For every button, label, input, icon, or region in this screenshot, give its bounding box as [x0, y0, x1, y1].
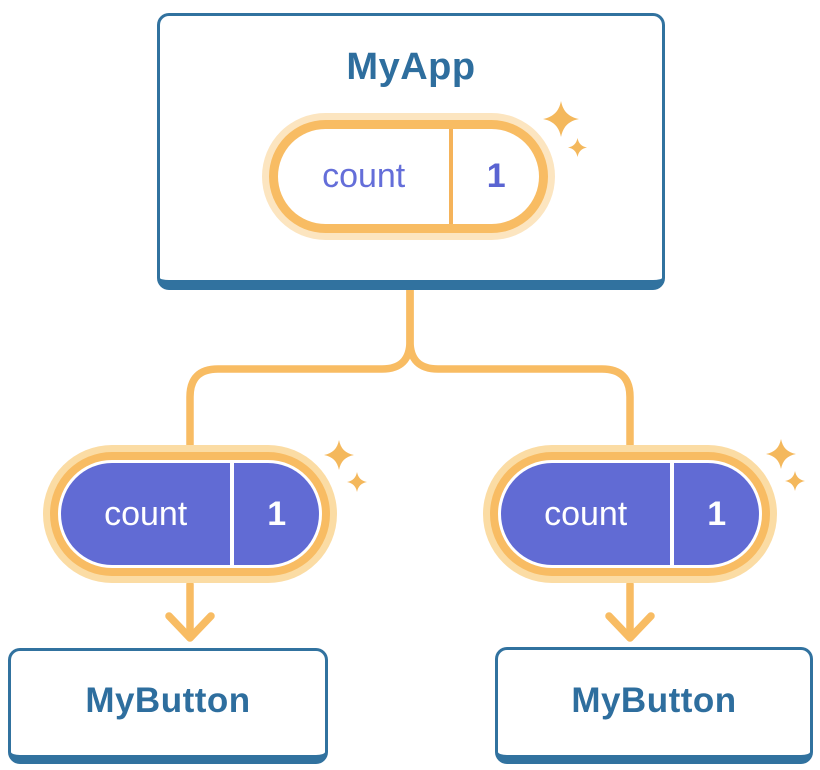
sparkle-icon [324, 440, 354, 470]
state-pill-label: count [322, 157, 406, 195]
prop-pill-right-gap: count 1 [498, 460, 762, 568]
mybutton-card-left: MyButton [8, 648, 328, 764]
prop-pill-right-label: count [544, 494, 628, 533]
mybutton-right-title: MyButton [571, 680, 737, 720]
prop-pill-left: count 1 [43, 445, 337, 583]
mybutton-left-title: MyButton [85, 681, 251, 720]
myapp-title: MyApp [346, 46, 476, 88]
sparkle-icon [568, 138, 587, 157]
prop-pill-left-glow: count 1 [43, 445, 337, 583]
state-pill-ring: count 1 [269, 120, 548, 233]
state-pill: count 1 [262, 113, 555, 240]
prop-pill-right-value: 1 [707, 494, 727, 533]
prop-pill-left-ring: count 1 [50, 452, 330, 576]
sparkle-icon [543, 101, 579, 137]
state-pill-glow: count 1 [262, 113, 555, 240]
state-pill-divider [449, 129, 454, 224]
mybutton-card-right: MyButton [495, 647, 813, 764]
arrow-right-head [605, 612, 655, 642]
prop-pill-left-body: count 1 [61, 463, 319, 565]
prop-pill-left-gap: count 1 [58, 460, 322, 568]
state-pill-body: count 1 [278, 129, 539, 224]
sparkle-icon [347, 472, 367, 492]
state-pill-value: 1 [486, 157, 506, 195]
prop-pill-right-divider [670, 463, 675, 565]
prop-pill-left-divider [230, 463, 235, 565]
prop-pill-left-label: count [104, 494, 188, 533]
sparkle-icon [785, 471, 805, 491]
prop-pill-left-value: 1 [267, 494, 287, 533]
prop-pill-right-ring: count 1 [490, 452, 770, 576]
arrow-left-head [165, 612, 215, 642]
prop-pill-right-glow: count 1 [483, 445, 777, 583]
sparkle-icon [766, 439, 796, 469]
myapp-card: MyApp [157, 13, 665, 290]
branch-left-line [186, 283, 414, 467]
branch-right-line [406, 283, 634, 467]
prop-pill-right: count 1 [483, 445, 777, 583]
prop-pill-right-body: count 1 [501, 463, 759, 565]
